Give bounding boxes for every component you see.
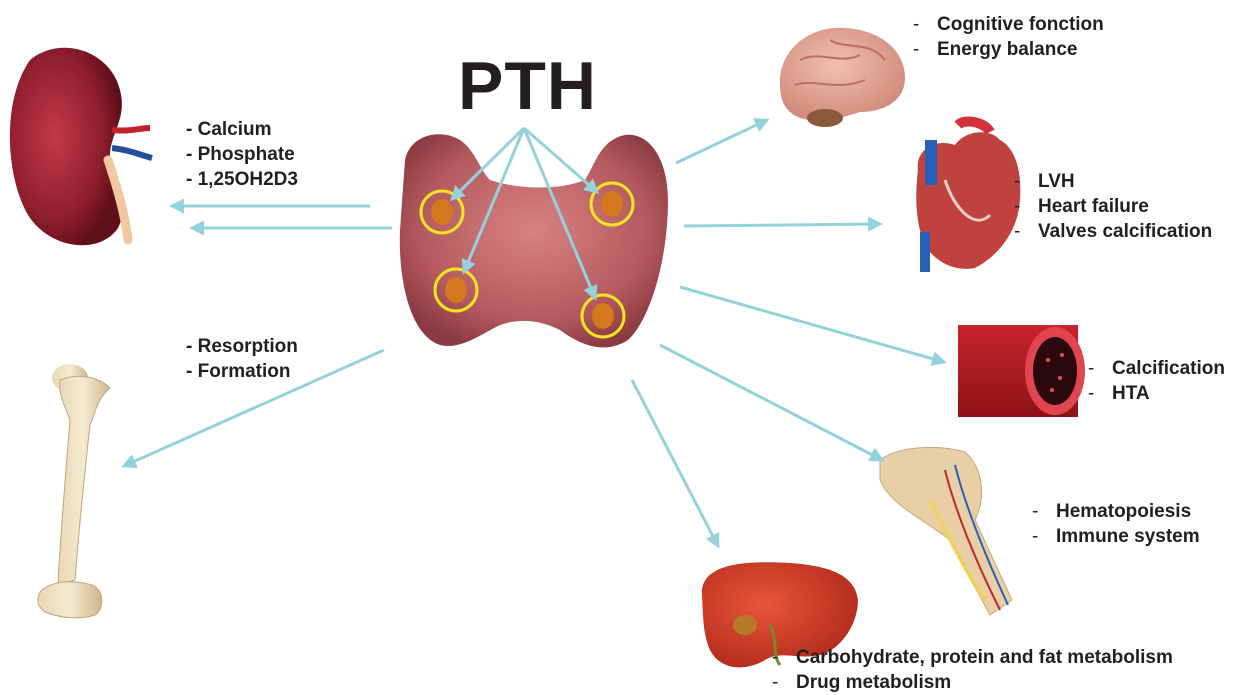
effect-item: - Calcium [186,117,298,142]
kidney-effects: - Calcium - Phosphate - 1,25OH2D3 [186,117,298,192]
effect-item: Drug metabolism [796,672,951,693]
vessel-effects: -Calcification -HTA [1088,356,1225,406]
effect-item: Energy balance [937,39,1077,60]
effect-item: Carbohydrate, protein and fat metabolism [796,647,1173,668]
vessel-illustration [958,325,1085,417]
arrow-to-brain [676,120,767,163]
arrow-to-liver [632,380,718,546]
effect-item: Immune system [1056,526,1200,547]
bone-marrow-illustration [880,447,1012,615]
brain-illustration [780,28,905,127]
thyroid-illustration [400,134,668,347]
effect-item: Hematopoiesis [1056,501,1191,522]
bone-illustration [38,364,110,618]
bone-effects: - Resorption - Formation [186,334,298,384]
effect-item: HTA [1112,383,1150,404]
arrow-to-gland [524,128,597,192]
effect-item: Heart failure [1038,196,1149,217]
effect-item: Cognitive fonction [937,14,1104,35]
effect-item: LVH [1038,171,1075,192]
liver-effects: -Carbohydrate, protein and fat metabolis… [772,645,1173,695]
heart-illustration [916,121,1020,272]
heart-effects: -LVH -Heart failure -Valves calcificatio… [1014,169,1212,244]
effect-item: Calcification [1112,358,1225,379]
marrow-effects: -Hematopoiesis -Immune system [1032,499,1200,549]
effect-item: - Phosphate [186,142,298,167]
arrow-to-heart [684,224,880,226]
kidney-illustration [10,48,152,245]
arrow-to-vessel [680,287,944,362]
brain-effects: -Cognitive fonction -Energy balance [913,12,1104,62]
effect-item: - Formation [186,359,298,384]
arrow-to-marrow [660,345,882,460]
pth-title: PTH [458,48,597,124]
effect-item: - Resorption [186,334,298,359]
effect-item: - 1,25OH2D3 [186,167,298,192]
effect-item: Valves calcification [1038,221,1212,242]
